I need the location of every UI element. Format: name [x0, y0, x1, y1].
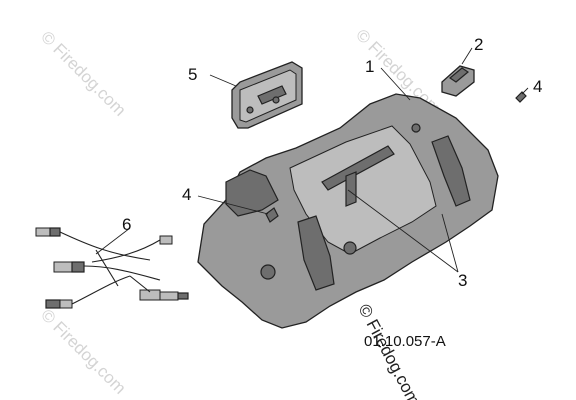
callout-6: 6 — [122, 215, 131, 234]
callout-4-left: 4 — [182, 185, 191, 204]
part-2-switch — [441, 65, 475, 97]
part-4-clip-right — [515, 91, 527, 103]
leader-3b — [441, 213, 459, 273]
watermark-bottom-left: © Firedog.com — [37, 305, 129, 397]
watermark-bottom-right: © Firedog.com — [354, 301, 423, 400]
leader-5 — [209, 74, 237, 87]
callout-3: 3 — [458, 271, 467, 290]
leader-3a — [347, 189, 459, 273]
leader-6 — [95, 227, 131, 255]
leader-4-left — [197, 195, 269, 215]
drawing-code: 01.10.057-A — [364, 333, 446, 350]
leader-2 — [461, 47, 473, 65]
part-4-clip-left — [265, 207, 279, 223]
part-5-console — [231, 61, 303, 129]
leader-1 — [380, 67, 411, 101]
leader-4-right — [521, 87, 529, 95]
callout-1: 1 — [365, 57, 374, 76]
callout-5: 5 — [188, 65, 197, 84]
callout-2: 2 — [474, 35, 483, 54]
part-6-wiring-harness — [35, 227, 189, 309]
callout-4-right: 4 — [533, 77, 542, 96]
part-1-dash-panel — [197, 93, 499, 329]
watermark-top-left: © Firedog.com — [37, 27, 129, 119]
